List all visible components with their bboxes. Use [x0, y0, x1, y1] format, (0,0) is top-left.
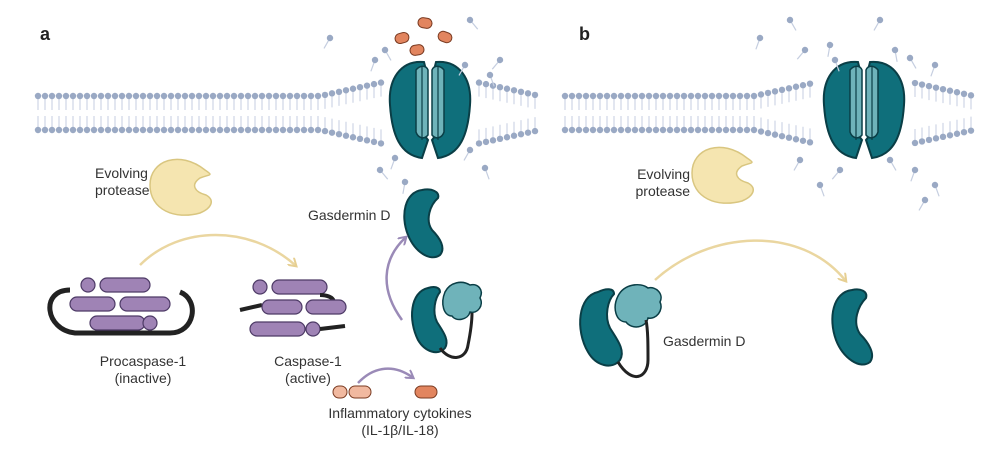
label-procaspase-line1: Procaspase-1	[99, 353, 187, 369]
label-evolving-protease-a: Evolving protease	[95, 165, 150, 199]
gasdermin-d-full-b	[579, 283, 662, 378]
released-cytokines	[394, 17, 453, 56]
label-evolving-a-line2: protease	[95, 182, 150, 198]
activation-arrow	[139, 233, 295, 265]
label-procaspase-line2: (inactive)	[114, 370, 172, 386]
activation-arrow-b	[654, 239, 845, 280]
label-evolving-b-line1: Evolving	[637, 166, 690, 182]
gasdermin-d-nterm-b	[831, 288, 874, 366]
label-gasdermin-d-b: Gasdermin D	[663, 333, 746, 349]
cell-membrane-b	[561, 79, 975, 147]
gasdermin-pore-a	[388, 60, 472, 160]
evolving-protease-b	[691, 146, 754, 204]
pro-cytokine-2	[348, 385, 372, 399]
cleavage-arrow	[385, 238, 405, 321]
label-evolving-protease-b: Evolving protease	[630, 166, 690, 200]
mature-cytokine	[414, 385, 438, 399]
maturation-arrow	[357, 367, 412, 384]
pro-cytokine	[332, 385, 348, 399]
procaspase-1-inactive	[47, 277, 195, 336]
label-cytokines-line1: Inflammatory cytokines	[328, 405, 472, 421]
label-caspase-line2: (active)	[285, 370, 331, 386]
label-procaspase: Procaspase-1 (inactive)	[83, 353, 203, 387]
gasdermin-d-nterm-a	[403, 188, 444, 259]
cell-membrane-a	[34, 79, 539, 147]
label-caspase: Caspase-1 (active)	[258, 353, 358, 387]
label-caspase-line1: Caspase-1	[274, 353, 342, 369]
panel-letter-a: a	[40, 24, 51, 44]
panel-letter-b: b	[579, 24, 590, 44]
caspase-1-active	[239, 279, 347, 337]
released-lipids	[323, 16, 940, 211]
label-cytokines-line2: (IL-1β/IL-18)	[361, 422, 439, 438]
gasdermin-pore-b	[822, 60, 906, 160]
gasdermin-d-full-a	[411, 281, 482, 359]
label-evolving-a-line1: Evolving	[95, 165, 148, 181]
label-gasdermin-d-a: Gasdermin D	[308, 207, 391, 223]
label-cytokines: Inflammatory cytokines (IL-1β/IL-18)	[300, 405, 500, 439]
evolving-protease-a	[149, 158, 212, 216]
label-evolving-b-line2: protease	[635, 183, 690, 199]
